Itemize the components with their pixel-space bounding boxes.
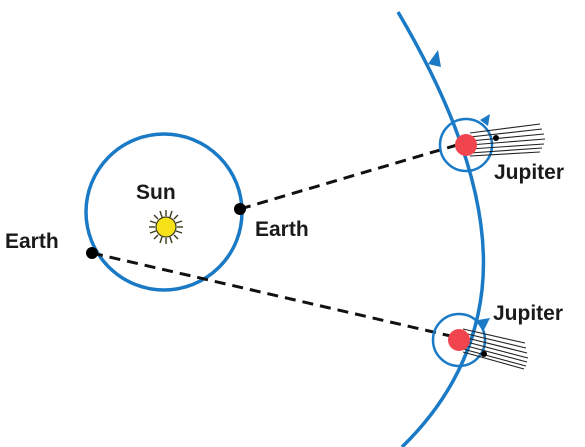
moon-direction-arrowhead-icon-bottom: [478, 318, 490, 330]
shadow-cone-bottom: [462, 328, 529, 370]
jupiter-system-bottom: [431, 312, 529, 370]
moon-direction-arrowhead-icon-top: [480, 114, 490, 126]
moon-dot-top: [493, 135, 499, 141]
jupiter-body-bottom: [448, 329, 470, 351]
jupiter-orbit: [396, 11, 486, 447]
earth-label-right: Earth: [255, 218, 309, 241]
orbit-direction-arrowhead-icon: [428, 50, 441, 67]
shadow-cone-top: [469, 123, 546, 157]
sightline-upper: [239, 143, 458, 211]
moon-orbit-top: [438, 117, 494, 173]
orbit-gap: [415, 34, 427, 50]
jupiter-system-top: [438, 114, 546, 173]
jupiter-label-top: Jupiter: [494, 161, 564, 184]
earth-label-left: Earth: [5, 230, 59, 253]
sightline-lower: [91, 251, 456, 339]
earth-dot-right: [234, 203, 246, 215]
jupiter-body-top: [455, 134, 477, 156]
moon-dot-bottom: [481, 351, 487, 357]
earth-orbit: [84, 132, 244, 292]
jupiter-label-bottom: Jupiter: [493, 302, 563, 325]
moon-orbit-bottom: [431, 312, 487, 368]
sun-label: Sun: [136, 181, 176, 204]
earth-dot-left: [86, 247, 98, 259]
sun-icon: [149, 210, 183, 244]
